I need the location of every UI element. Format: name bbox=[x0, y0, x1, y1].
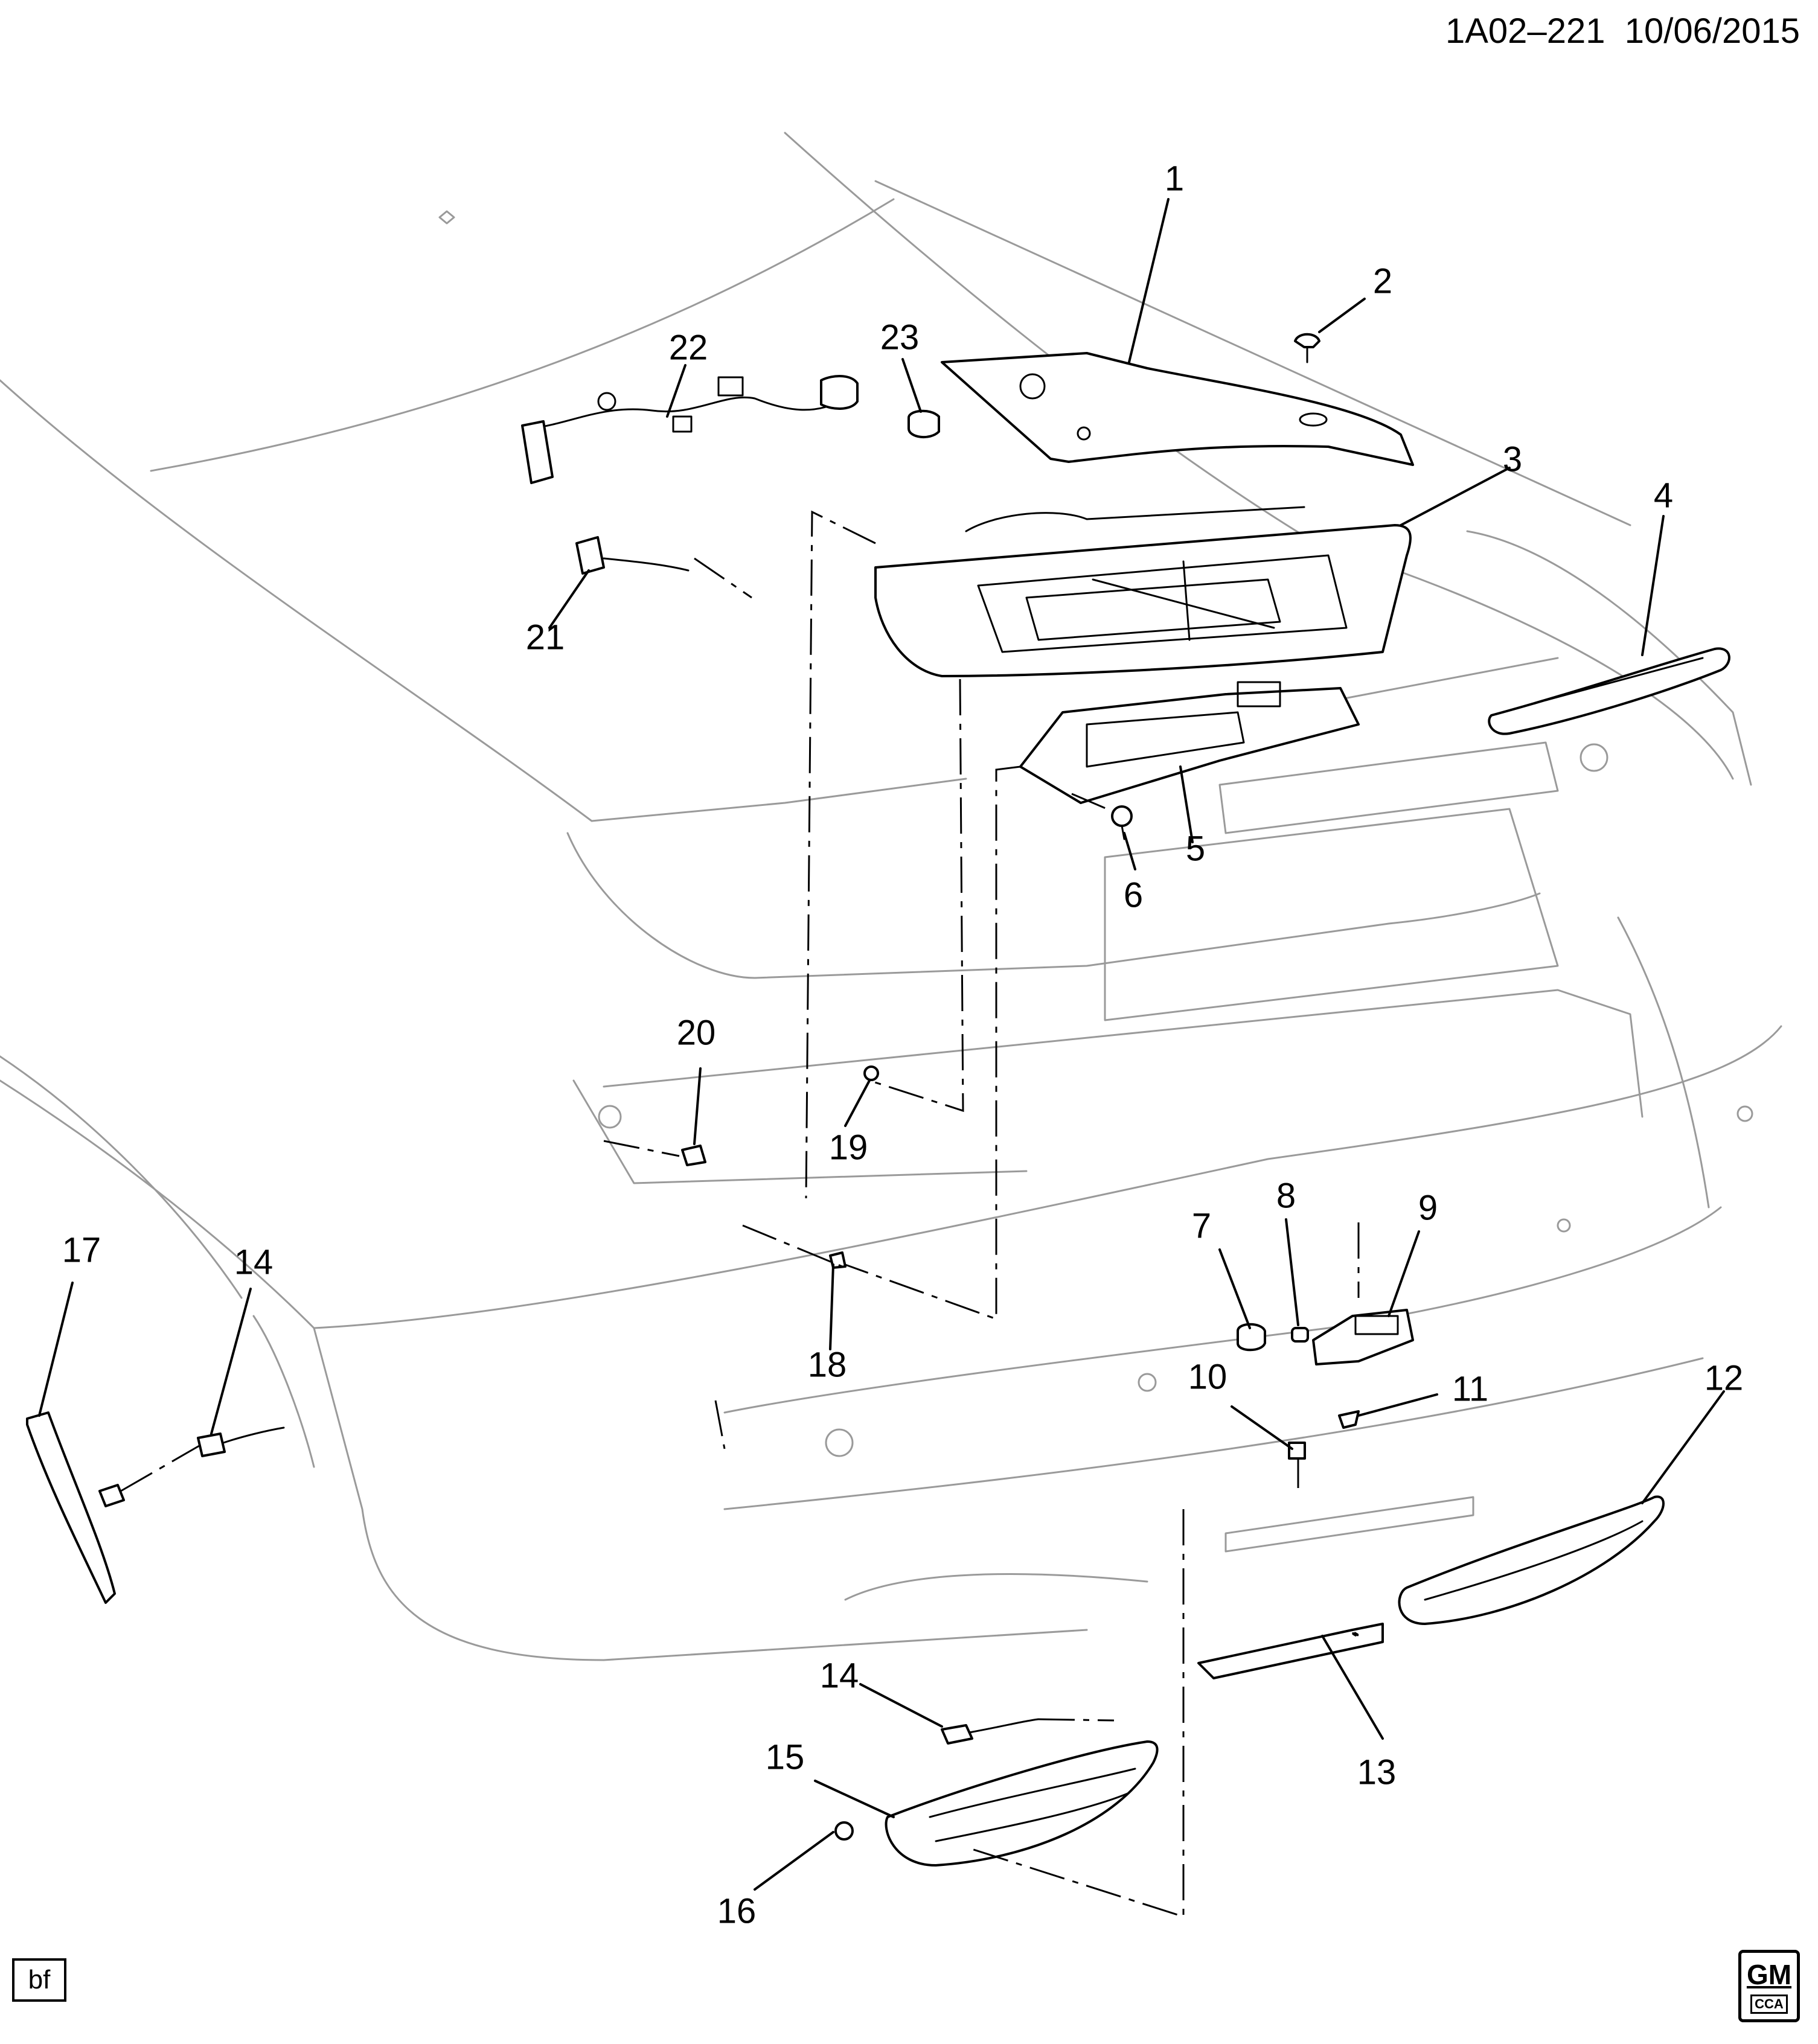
part-harness-connector-21 bbox=[575, 536, 690, 575]
part-reflector-12 bbox=[1398, 1495, 1665, 1625]
callout-2: 2 bbox=[1373, 261, 1392, 301]
vehicle-body-outline bbox=[0, 132, 1782, 1661]
callout-9: 9 bbox=[1418, 1188, 1438, 1227]
part-license-lamp bbox=[1237, 1309, 1414, 1365]
callout-12: 12 bbox=[1704, 1358, 1744, 1397]
part-nut-10 bbox=[1288, 1442, 1306, 1460]
installation-lines bbox=[120, 510, 1360, 1918]
callout-8: 8 bbox=[1276, 1176, 1296, 1215]
callout-4: 4 bbox=[1654, 476, 1673, 515]
part-bracket bbox=[1019, 681, 1360, 804]
callout-11: 11 bbox=[1452, 1369, 1488, 1408]
part-trim-panel bbox=[941, 352, 1414, 466]
callout-19: 19 bbox=[829, 1128, 868, 1167]
part-screw-6 bbox=[1111, 805, 1133, 840]
callout-5: 5 bbox=[1186, 829, 1205, 868]
diagram-date: 10/06/2015 bbox=[1624, 11, 1800, 51]
callout-13: 13 bbox=[1357, 1752, 1397, 1792]
callout-10: 10 bbox=[1188, 1357, 1227, 1396]
callout-numbers: 1 2 3 4 5 6 7 8 9 10 11 12 13 14 14 15 1… bbox=[62, 159, 1744, 1931]
callout-17: 17 bbox=[62, 1230, 101, 1270]
part-connector-14-lower bbox=[941, 1718, 1040, 1745]
illustrator-tag: bf bbox=[12, 1958, 66, 2002]
diagram-code: 1A02–221 bbox=[1445, 11, 1605, 51]
callout-3: 3 bbox=[1503, 439, 1522, 479]
part-clip-20 bbox=[681, 1145, 706, 1166]
part-high-mount-lamp bbox=[1488, 647, 1730, 735]
gm-logo: GM CCA bbox=[1738, 1950, 1800, 2022]
callout-6: 6 bbox=[1124, 875, 1143, 915]
part-side-marker-17 bbox=[26, 1411, 125, 1604]
callout-7: 7 bbox=[1192, 1206, 1211, 1245]
callout-14-upper: 14 bbox=[234, 1242, 274, 1282]
callout-18: 18 bbox=[808, 1345, 847, 1384]
part-clip-11 bbox=[1338, 1410, 1360, 1429]
part-wiring-harness-22 bbox=[521, 375, 859, 484]
svg-text:⌁: ⌁ bbox=[1352, 1629, 1359, 1640]
callout-22: 22 bbox=[669, 328, 708, 367]
gm-logo-text: GM bbox=[1746, 1959, 1792, 1990]
leader-lines bbox=[38, 198, 1725, 1891]
part-connector-14-upper bbox=[197, 1426, 285, 1457]
part-rear-lamp-15 bbox=[885, 1740, 1159, 1867]
part-bulb-23 bbox=[907, 409, 940, 439]
callout-23: 23 bbox=[880, 318, 920, 357]
callout-20: 20 bbox=[677, 1013, 716, 1052]
callout-1: 1 bbox=[1165, 159, 1184, 198]
part-push-pin bbox=[1294, 333, 1320, 363]
callout-15: 15 bbox=[766, 1737, 805, 1777]
part-nut-19 bbox=[863, 1065, 879, 1081]
part-reflector-13: ⌁ bbox=[1197, 1623, 1384, 1679]
part-screw-16 bbox=[834, 1821, 854, 1841]
gm-logo-subtext: CCA bbox=[1750, 1994, 1788, 2014]
diagram-header: 1A02–221 10/06/2015 bbox=[1445, 11, 1800, 51]
callout-14-lower: 14 bbox=[820, 1656, 859, 1695]
callout-16: 16 bbox=[717, 1891, 757, 1931]
part-tail-lamp bbox=[874, 506, 1412, 677]
callout-21: 21 bbox=[526, 618, 565, 657]
